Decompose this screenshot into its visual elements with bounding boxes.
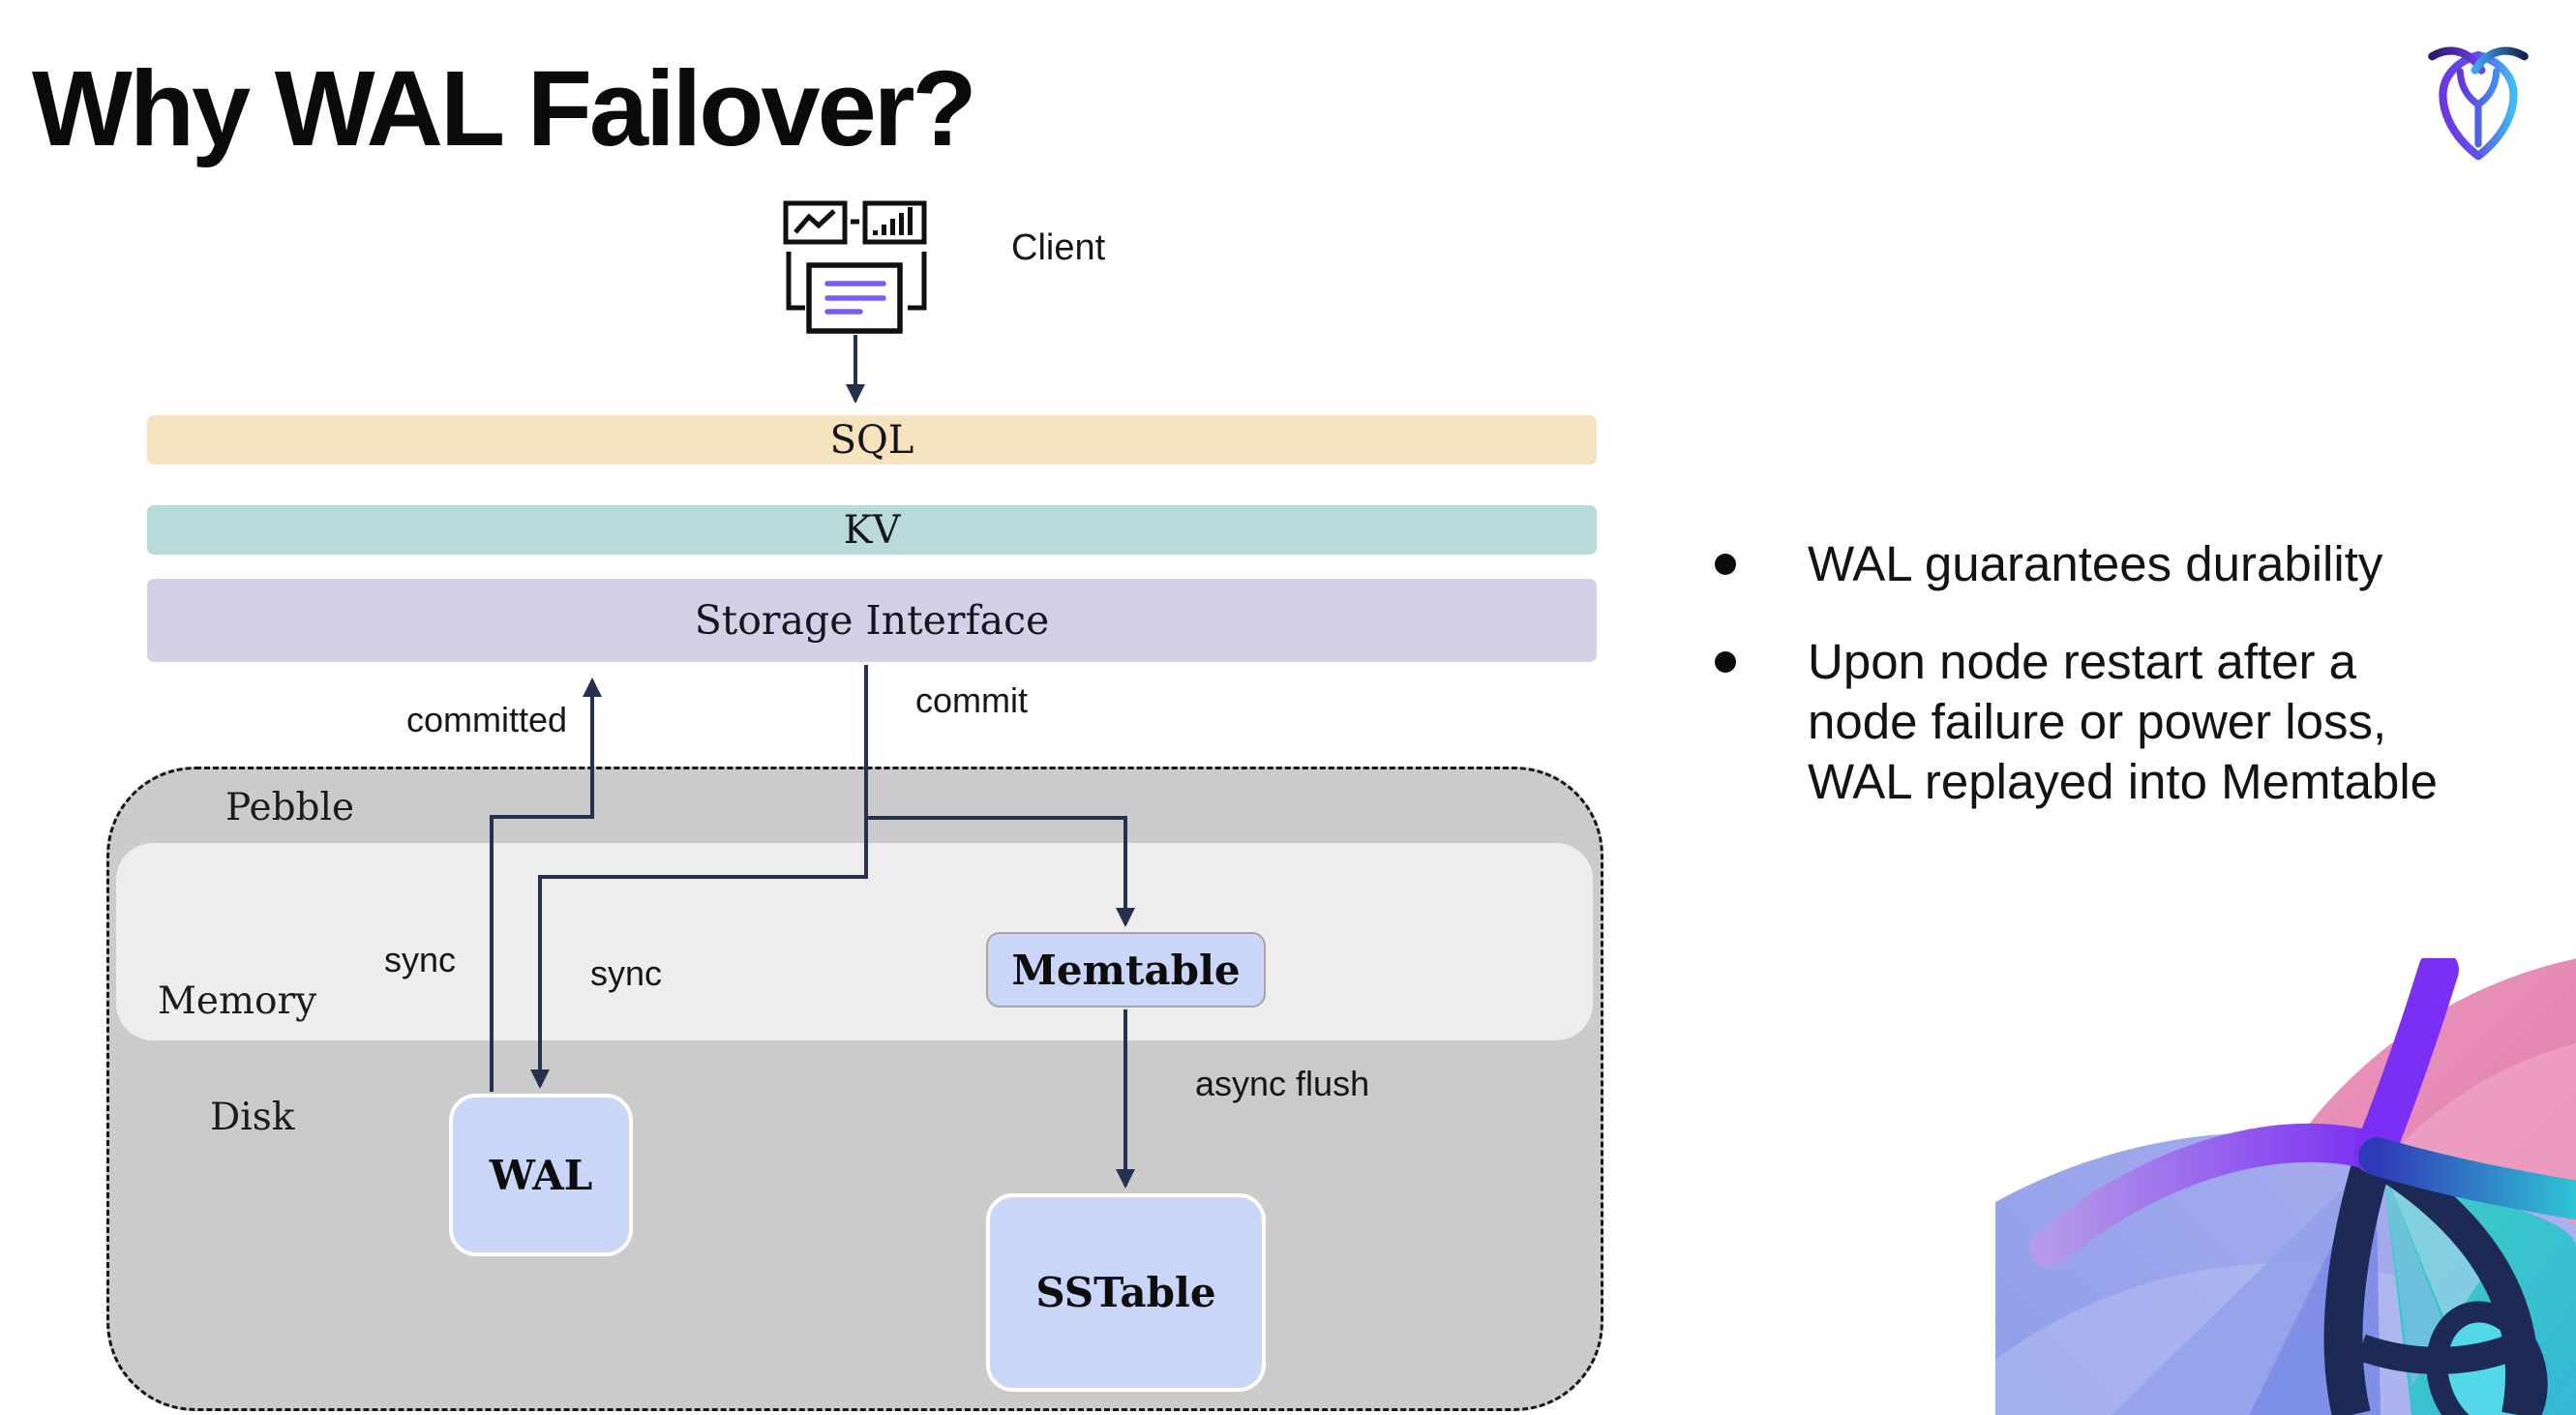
wal-node-label: WAL	[489, 1151, 593, 1199]
layer-bar-storage-label: Storage Interface	[694, 597, 1050, 644]
art-antenna-purple-up	[2353, 958, 2459, 1174]
memory-band	[116, 843, 1593, 1040]
bullet-dot	[1715, 651, 1736, 673]
layer-bar-storage-interface: Storage Interface	[147, 579, 1597, 662]
memtable-node: Memtable	[986, 932, 1266, 1008]
art-antenna-blue-right	[2358, 1137, 2576, 1219]
layer-bar-kv: KV	[147, 505, 1597, 555]
sstable-node: SSTable	[986, 1193, 1266, 1392]
client-linechart-glyph	[794, 209, 836, 234]
client-bracket-left	[786, 252, 805, 311]
disk-label: Disk	[210, 1096, 295, 1139]
client-document-lines	[824, 281, 886, 315]
art-shard	[2382, 1166, 2501, 1328]
cockroachdb-brand-art	[1995, 958, 2576, 1415]
pebble-label: Pebble	[225, 786, 355, 829]
client-label: Client	[1011, 227, 1106, 268]
list-item: Upon node restart after a node failure o…	[1703, 632, 2564, 812]
art-leaf-left-edge	[2323, 1144, 2395, 1415]
art-leaf-branch	[2356, 1329, 2532, 1374]
client-barchart-glyph	[873, 207, 913, 235]
edge-label-committed: committed	[406, 700, 568, 739]
bullet-list: WAL guarantees durability Upon node rest…	[1703, 534, 2564, 850]
layer-bar-sql: SQL	[147, 415, 1597, 465]
sstable-node-label: SSTable	[1035, 1269, 1216, 1316]
cockroachdb-logo-icon	[2428, 46, 2529, 161]
client-terminal-icon	[783, 200, 927, 334]
art-shard	[2382, 1166, 2448, 1386]
edge-label-async-flush: async flush	[1195, 1064, 1370, 1103]
edge-label-sync-left: sync	[384, 940, 457, 979]
logo-antenna-right	[2471, 46, 2529, 75]
logo-stem	[2456, 68, 2501, 148]
edge-label-sync-right: sync	[590, 953, 663, 993]
wal-node: WAL	[449, 1094, 633, 1256]
layer-bar-sql-label: SQL	[829, 417, 914, 463]
logo-body	[2439, 50, 2518, 161]
edge-label-commit: commit	[915, 680, 1028, 720]
bullet-text: WAL guarantees durability	[1808, 536, 2383, 591]
memtable-node-label: Memtable	[1011, 946, 1241, 994]
page-title: Why WAL Failover?	[32, 49, 977, 168]
client-barchart-window	[862, 200, 927, 245]
art-shard	[2112, 1157, 2376, 1415]
art-leaf-right-edge	[2375, 1149, 2538, 1415]
memory-label: Memory	[158, 979, 317, 1023]
bullet-dot	[1715, 554, 1736, 575]
list-item: WAL guarantees durability	[1703, 534, 2564, 594]
art-antenna-purple-left	[2029, 1123, 2395, 1268]
layer-bar-kv-label: KV	[843, 507, 901, 553]
bullet-text: Upon node restart after a node failure o…	[1808, 634, 2439, 809]
client-bracket-right	[908, 252, 927, 311]
